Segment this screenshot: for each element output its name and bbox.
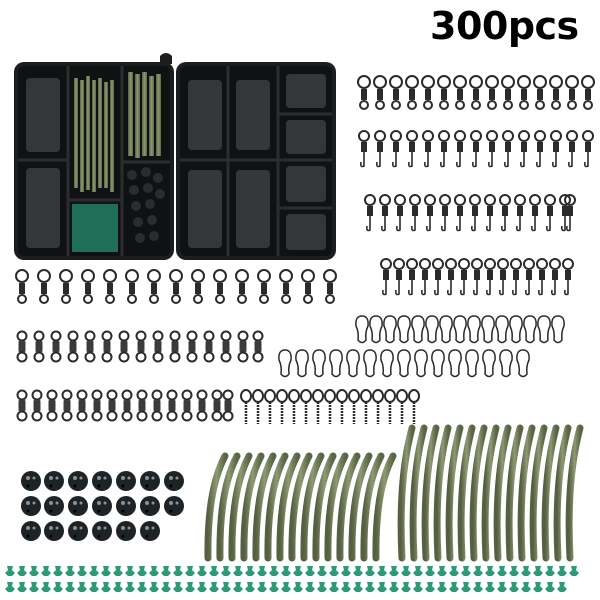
rolling-swivel-large-row [15, 269, 337, 304]
quick-change-swivel-row-3 [380, 258, 574, 296]
tackle-box [14, 53, 336, 260]
hook-stopper-rows [5, 566, 579, 592]
quick-link-snap-row-2 [278, 349, 530, 378]
round-bead-grid [21, 471, 184, 541]
anti-tangle-sleeve-short-row [204, 452, 397, 562]
swivel-ring-row [357, 75, 595, 110]
anti-tangle-sleeve-long-row [397, 424, 584, 562]
rolling-swivel-small-row-1 [16, 330, 264, 363]
piece-count-label: 300pcs [430, 4, 579, 48]
quick-change-swivel-row-2 [364, 194, 576, 232]
quick-change-swivel-row-1 [358, 130, 594, 168]
bait-screw-row [239, 388, 421, 426]
quick-link-snap-row-1 [355, 315, 565, 344]
rolling-swivel-small-row-2 [16, 389, 234, 422]
